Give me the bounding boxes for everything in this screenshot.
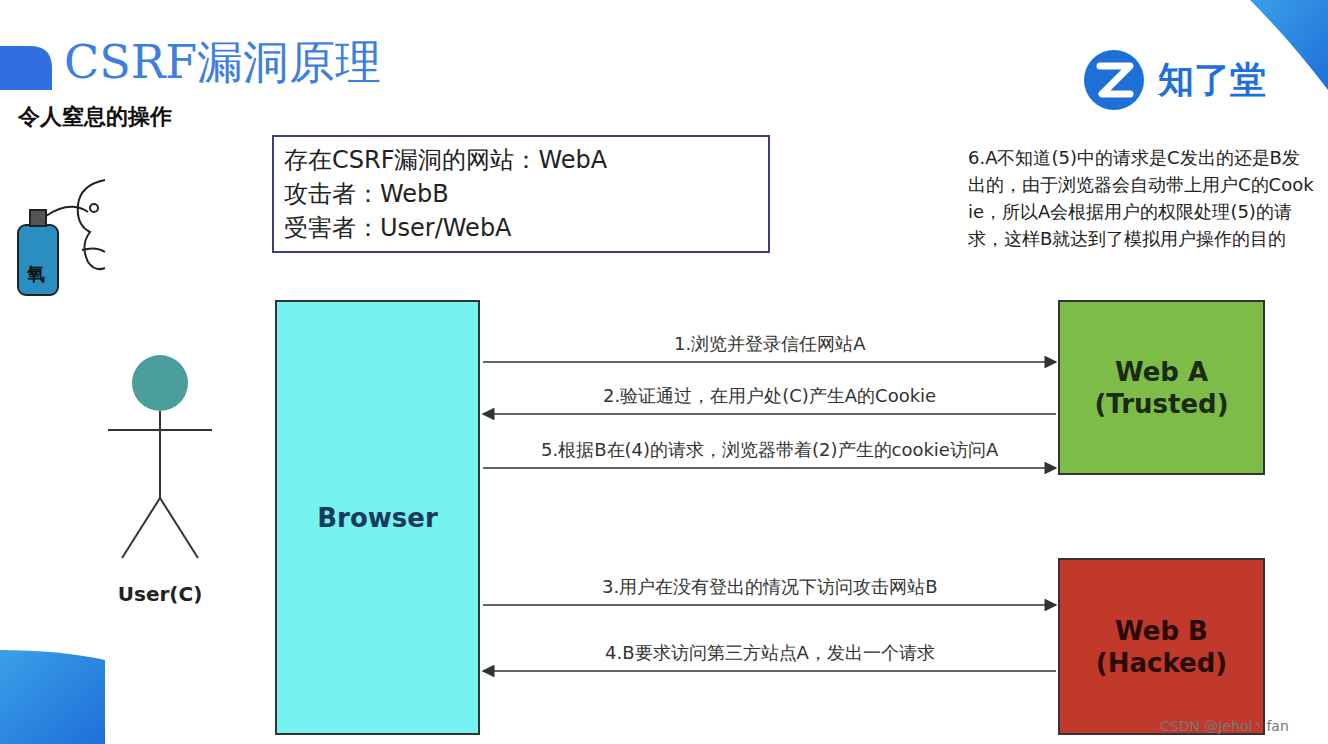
info-box: 存在CSRF漏洞的网站：WebA攻击者：WebB受害者：User/WebA (272, 135, 770, 253)
node-text: Browser (317, 502, 437, 534)
edge-label: 2.验证通过，在用户处(C)产生A的Cookie (599, 384, 940, 408)
note-text: 6.A不知道(5)中的请求是C发出的还是B发出的，由于浏览器会自动带上用户C的C… (968, 144, 1316, 252)
title-tab (0, 46, 52, 90)
user-label: User(C) (110, 582, 210, 606)
tank-label: 氧 (27, 262, 45, 286)
web-a-box: Web A (Trusted) (1058, 300, 1265, 475)
edge-label: 1.浏览并登录信任网站A (670, 332, 870, 356)
caption-note: 令人窒息的操作 (18, 102, 172, 132)
oxygen-cartoon (18, 180, 105, 295)
corner-band (0, 650, 105, 744)
watermark: CSDN @Jehol丶fan (1160, 718, 1289, 736)
edge-label: 5.根据B在(4)的请求，浏览器带着(2)产生的cookie访问A (537, 438, 1002, 462)
flow-arrow (483, 467, 1056, 469)
node-text: 受害者：User/WebA (284, 211, 512, 245)
node-text: 攻击者：WebB (284, 177, 449, 211)
logo-icon (1084, 50, 1144, 110)
flow-arrow (483, 670, 1056, 672)
browser-box: Browser (275, 300, 480, 735)
flow-arrow (483, 361, 1056, 363)
slide-title: CSRF漏洞原理 (64, 32, 381, 92)
user-figure (108, 355, 212, 558)
logo-text: 知了堂 (1158, 56, 1266, 105)
node-text: 存在CSRF漏洞的网站：WebA (284, 143, 607, 177)
flow-arrow (483, 413, 1056, 415)
web-b-box: Web B (Hacked) (1058, 558, 1265, 735)
node-text: Web B (Hacked) (1070, 615, 1253, 679)
node-text: Web A (Trusted) (1070, 356, 1253, 420)
edge-label: 3.用户在没有登出的情况下访问攻击网站B (598, 575, 942, 599)
edge-label: 4.B要求访问第三方站点A，发出一个请求 (601, 641, 939, 665)
flow-arrow (483, 604, 1056, 606)
